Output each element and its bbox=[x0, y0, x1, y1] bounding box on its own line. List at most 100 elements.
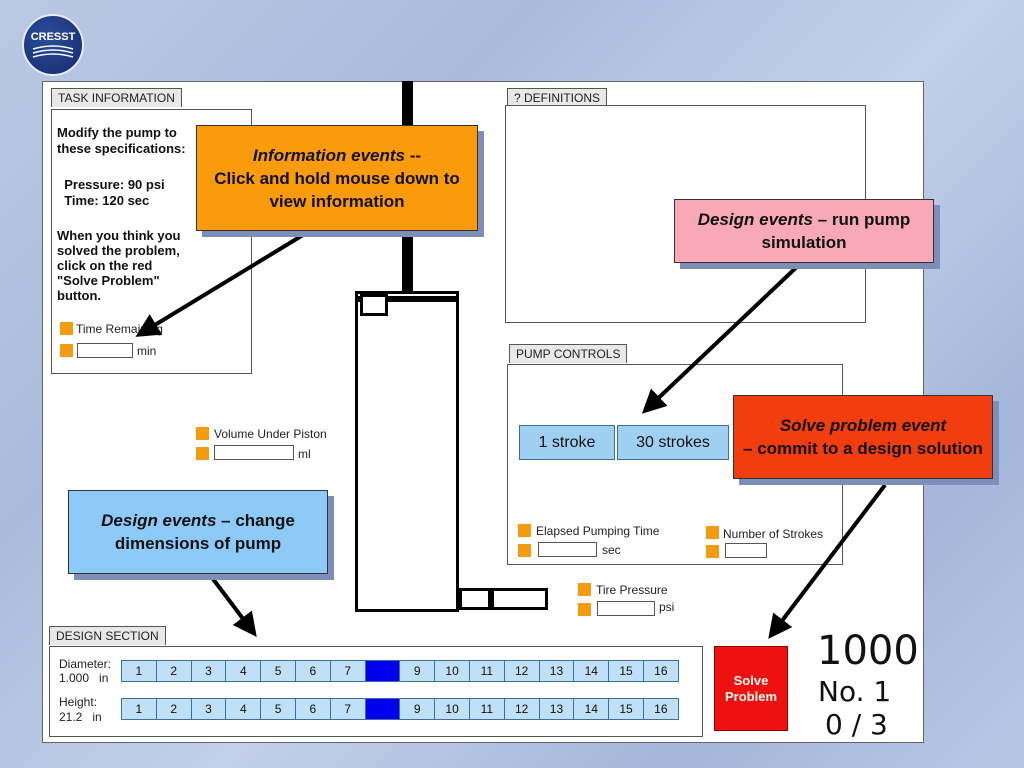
solve-label-2: Problem bbox=[724, 688, 777, 704]
min-unit: min bbox=[137, 344, 157, 358]
callout-change-body: – change dimensions of pump bbox=[114, 511, 295, 553]
time-remaining-value-icon[interactable] bbox=[60, 344, 73, 357]
volume-label: Volume Under Piston bbox=[214, 427, 327, 441]
ml-unit: ml bbox=[298, 447, 311, 461]
tab-design-section[interactable]: DESIGN SECTION bbox=[49, 626, 166, 645]
task-line-2: these specifications: bbox=[57, 141, 186, 156]
callout-change-events: Design events – change dimensions of pum… bbox=[68, 490, 328, 574]
diameter-option-4[interactable]: 4 bbox=[225, 660, 262, 682]
callout-solve-body: – commit to a design solution bbox=[743, 439, 983, 458]
diameter-option-3[interactable]: 3 bbox=[190, 660, 227, 682]
logo-text: CRESST bbox=[30, 31, 76, 43]
callout-run-events: Design events – run pump simulation bbox=[674, 199, 934, 263]
height-option-10[interactable]: 10 bbox=[434, 698, 470, 720]
task-line-7: button. bbox=[57, 288, 102, 303]
callout-solve-title: Solve problem event bbox=[779, 416, 947, 435]
diameter-option-14[interactable]: 14 bbox=[573, 660, 610, 682]
elapsed-time-value-icon[interactable] bbox=[518, 544, 531, 557]
diameter-option-16[interactable]: 16 bbox=[642, 660, 679, 682]
diameter-option-10[interactable]: 10 bbox=[434, 660, 470, 682]
diameter-value: 1.000 in bbox=[59, 671, 109, 685]
height-option-3[interactable]: 3 bbox=[190, 698, 227, 720]
diameter-option-9[interactable]: 9 bbox=[399, 660, 436, 682]
diameter-option-1[interactable]: 1 bbox=[121, 660, 157, 682]
height-option-4[interactable]: 4 bbox=[225, 698, 262, 720]
time-remaining-label: Time Remaining bbox=[76, 322, 163, 336]
height-option-2[interactable]: 2 bbox=[155, 698, 192, 720]
diameter-label: Diameter: bbox=[59, 657, 112, 671]
height-option-16[interactable]: 16 bbox=[642, 698, 679, 720]
tire-pressure-label: Tire Pressure bbox=[596, 583, 668, 597]
elapsed-time-label: Elapsed Pumping Time bbox=[536, 524, 660, 538]
one-stroke-button[interactable]: 1 stroke bbox=[519, 425, 615, 460]
task-line-6: "Solve Problem" bbox=[57, 273, 160, 288]
height-option-15[interactable]: 15 bbox=[608, 698, 644, 720]
height-option-13[interactable]: 13 bbox=[538, 698, 575, 720]
callout-info-title: Information events bbox=[252, 145, 406, 165]
problem-progress: 0 / 3 bbox=[825, 708, 888, 741]
score-value: 1000 bbox=[817, 628, 919, 674]
task-line-4: solved the problem, bbox=[57, 243, 180, 258]
diameter-option-5[interactable]: 5 bbox=[260, 660, 296, 682]
tire-hose bbox=[491, 588, 548, 610]
height-option-1[interactable]: 1 bbox=[121, 698, 157, 720]
task-line-3: When you think you bbox=[57, 228, 181, 243]
height-option-5[interactable]: 5 bbox=[260, 698, 296, 720]
callout-solve-event: Solve problem event – commit to a design … bbox=[733, 395, 993, 479]
height-option-9[interactable]: 9 bbox=[399, 698, 436, 720]
callout-information-events: Information events --Click and hold mous… bbox=[196, 125, 478, 231]
diameter-option-12[interactable]: 12 bbox=[503, 660, 540, 682]
diameter-option-6[interactable]: 6 bbox=[294, 660, 331, 682]
height-option-14[interactable]: 14 bbox=[573, 698, 610, 720]
strokes-info-icon[interactable] bbox=[706, 526, 719, 539]
diameter-option-13[interactable]: 13 bbox=[538, 660, 575, 682]
height-label: Height: bbox=[59, 695, 98, 709]
task-line-5: click on the red bbox=[57, 258, 153, 273]
callout-run-body: – run pump simulation bbox=[761, 210, 911, 252]
piston-head bbox=[358, 296, 456, 302]
callout-run-title: Design events bbox=[697, 210, 813, 229]
sec-unit: sec bbox=[602, 543, 621, 557]
height-option-12[interactable]: 12 bbox=[503, 698, 540, 720]
volume-value-icon[interactable] bbox=[196, 447, 209, 460]
elapsed-time-field bbox=[538, 542, 597, 557]
strokes-field bbox=[725, 543, 767, 558]
time-remaining-info-icon[interactable] bbox=[60, 322, 73, 335]
height-option-6[interactable]: 6 bbox=[294, 698, 331, 720]
logo-waves-icon bbox=[32, 45, 74, 58]
pump-cylinder bbox=[355, 291, 459, 612]
tire-pressure-info-icon[interactable] bbox=[578, 583, 591, 596]
diameter-option-7[interactable]: 7 bbox=[329, 660, 366, 682]
volume-info-icon[interactable] bbox=[196, 427, 209, 440]
diameter-option-15[interactable]: 15 bbox=[608, 660, 644, 682]
tab-task-information[interactable]: TASK INFORMATION bbox=[51, 88, 182, 107]
time-remaining-field bbox=[77, 343, 133, 358]
diameter-option-2[interactable]: 2 bbox=[155, 660, 192, 682]
strokes-label: Number of Strokes bbox=[723, 527, 824, 541]
elapsed-time-info-icon[interactable] bbox=[518, 524, 531, 537]
solve-problem-button[interactable]: Solve Problem bbox=[714, 646, 788, 731]
task-line-1: Modify the pump to bbox=[57, 125, 177, 140]
callout-info-dash: -- bbox=[405, 145, 422, 165]
tab-pump-controls[interactable]: PUMP CONTROLS bbox=[509, 344, 628, 363]
psi-unit: psi bbox=[659, 600, 675, 614]
cresst-logo: CRESST bbox=[22, 14, 84, 76]
volume-field bbox=[214, 445, 294, 460]
tire-pressure-field bbox=[597, 601, 655, 616]
task-line-pressure: Pressure: 90 psi bbox=[57, 177, 165, 192]
diameter-option-8[interactable]: 8 bbox=[364, 660, 401, 682]
strokes-value-icon[interactable] bbox=[706, 545, 719, 558]
tire-pressure-value-icon[interactable] bbox=[578, 603, 591, 616]
solve-label-1: Solve bbox=[733, 672, 769, 688]
height-option-8[interactable]: 8 bbox=[364, 698, 401, 720]
piston-valve bbox=[360, 294, 388, 316]
height-value: 21.2 in bbox=[59, 710, 102, 724]
diameter-option-11[interactable]: 11 bbox=[468, 660, 505, 682]
height-option-11[interactable]: 11 bbox=[468, 698, 505, 720]
thirty-strokes-button[interactable]: 30 strokes bbox=[617, 425, 729, 460]
height-option-7[interactable]: 7 bbox=[329, 698, 366, 720]
tab-definitions[interactable]: ? DEFINITIONS bbox=[507, 88, 608, 107]
callout-change-title: Design events bbox=[101, 511, 217, 530]
